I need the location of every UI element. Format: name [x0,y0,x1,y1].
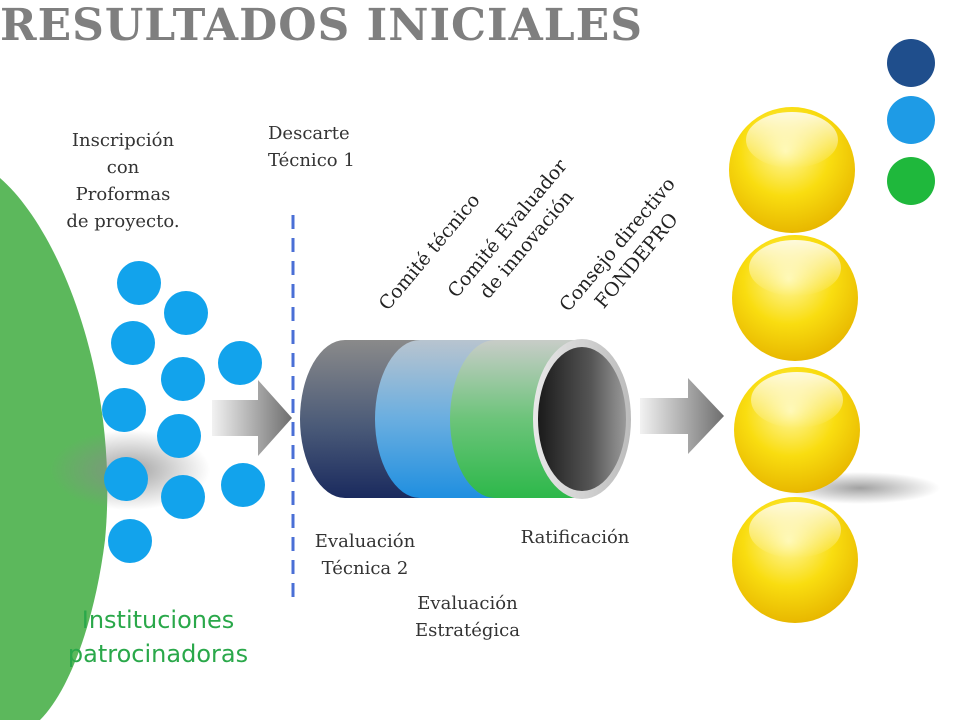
decorative-dots [887,39,935,205]
label-line: Técnica 2 [321,558,409,579]
label-line: Proformas [75,184,171,205]
output-arrow [640,378,724,454]
page-title: RESULTADOS INICIALES [0,0,644,51]
label-line: Estratégica [415,620,520,641]
pipeline-tube [300,339,631,499]
input-circle [111,321,155,365]
label-inscripcion: Inscripción con Proformas de proyecto. [48,127,198,235]
label-line: Evaluación [417,593,518,614]
label-line: patrocinadoras [67,640,249,668]
input-circle [108,519,152,563]
label-eval-estrategica: Evaluación Estratégica [400,590,535,644]
input-circle [218,341,262,385]
dot-light-blue [887,96,935,144]
label-ratificacion: Ratificación [520,527,630,548]
dot-dark-blue [887,39,935,87]
input-circle [161,357,205,401]
input-circle [164,291,208,335]
input-circle [102,388,146,432]
input-arrow [212,380,292,456]
label-line: de proyecto. [66,211,180,232]
input-circle [221,463,265,507]
label-line: con [106,157,140,178]
label-eval-tecnica: Evaluación Técnica 2 [300,528,430,582]
tube-opening [538,347,626,491]
left-green-panel [0,178,108,720]
input-circle [157,414,201,458]
input-circle [117,261,161,305]
label-line: Instituciones [81,606,235,634]
label-instituciones: Instituciones patrocinadoras [38,603,278,671]
input-circle [161,475,205,519]
label-line: Técnico 1 [268,150,355,171]
dot-green [887,157,935,205]
label-line: Descarte [268,123,350,144]
input-circles [102,261,265,563]
input-circle [104,457,148,501]
label-line: Inscripción [71,130,175,151]
label-line: Evaluación [314,531,416,552]
label-descarte: Descarte Técnico 1 [268,120,355,174]
output-circles [729,107,860,623]
